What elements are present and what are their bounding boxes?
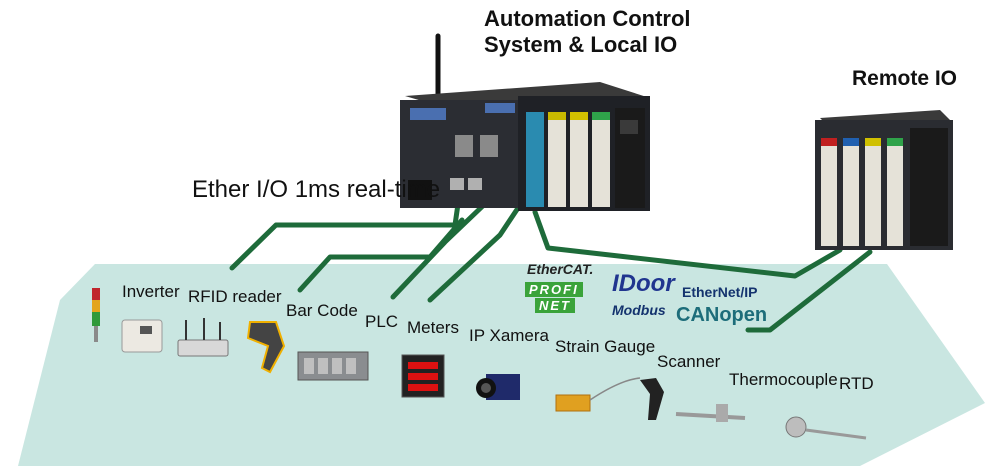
system-title-line2: System & Local IO bbox=[484, 32, 678, 57]
io-module-3 bbox=[570, 112, 588, 207]
cable-to-ipcamera bbox=[427, 202, 523, 303]
cable-to-remote-io bbox=[532, 209, 843, 279]
label-bar-code: Bar Code bbox=[286, 301, 358, 320]
scanner-icon bbox=[640, 378, 664, 420]
device-platform bbox=[18, 264, 985, 466]
remote-io-title: Remote IO bbox=[852, 67, 958, 90]
ether-io-caption: Ether I/O 1ms real-time bbox=[192, 176, 441, 203]
idoor-logo: IDoor bbox=[612, 270, 675, 297]
io-module-4 bbox=[592, 112, 610, 207]
cable-to-rtd bbox=[745, 249, 873, 333]
remote-io-rack bbox=[815, 110, 953, 250]
plc-icon bbox=[297, 351, 369, 381]
ethercat-logo: EtherCAT. bbox=[527, 261, 594, 277]
label-strain-gauge: Strain Gauge bbox=[555, 337, 656, 356]
rtd-icon bbox=[785, 416, 867, 440]
label-thermocouple: Thermocouple bbox=[729, 370, 838, 389]
ip-camera-icon bbox=[476, 374, 520, 400]
modbus-logo: Modbus bbox=[612, 302, 666, 318]
profinet-logo-line2: NET bbox=[535, 298, 575, 313]
profinet-logo-line1: PROFI bbox=[525, 282, 583, 297]
thermocouple-icon bbox=[675, 404, 746, 422]
canopen-logo: CANopen bbox=[676, 304, 768, 326]
ethernetip-logo: EtherNet/IP bbox=[682, 284, 758, 300]
inverter-icon bbox=[121, 319, 163, 353]
barcode-scanner-icon bbox=[246, 321, 286, 374]
label-rtd: RTD bbox=[839, 374, 874, 393]
io-module-2 bbox=[548, 112, 566, 207]
label-plc: PLC bbox=[365, 312, 399, 331]
meter-icon bbox=[401, 354, 445, 398]
label-scanner: Scanner bbox=[657, 352, 721, 371]
label-rfid-reader: RFID reader bbox=[188, 287, 282, 306]
system-title-line1: Automation Control bbox=[484, 6, 691, 31]
io-module-1 bbox=[526, 112, 544, 207]
stack-light-icon bbox=[92, 288, 100, 342]
controller-rack bbox=[400, 33, 650, 211]
rfid-reader-icon bbox=[177, 318, 229, 357]
label-ip-camera: IP Xamera bbox=[469, 326, 550, 345]
label-inverter: Inverter bbox=[122, 282, 180, 301]
strain-gauge-icon bbox=[555, 377, 641, 412]
label-meters: Meters bbox=[407, 318, 459, 337]
